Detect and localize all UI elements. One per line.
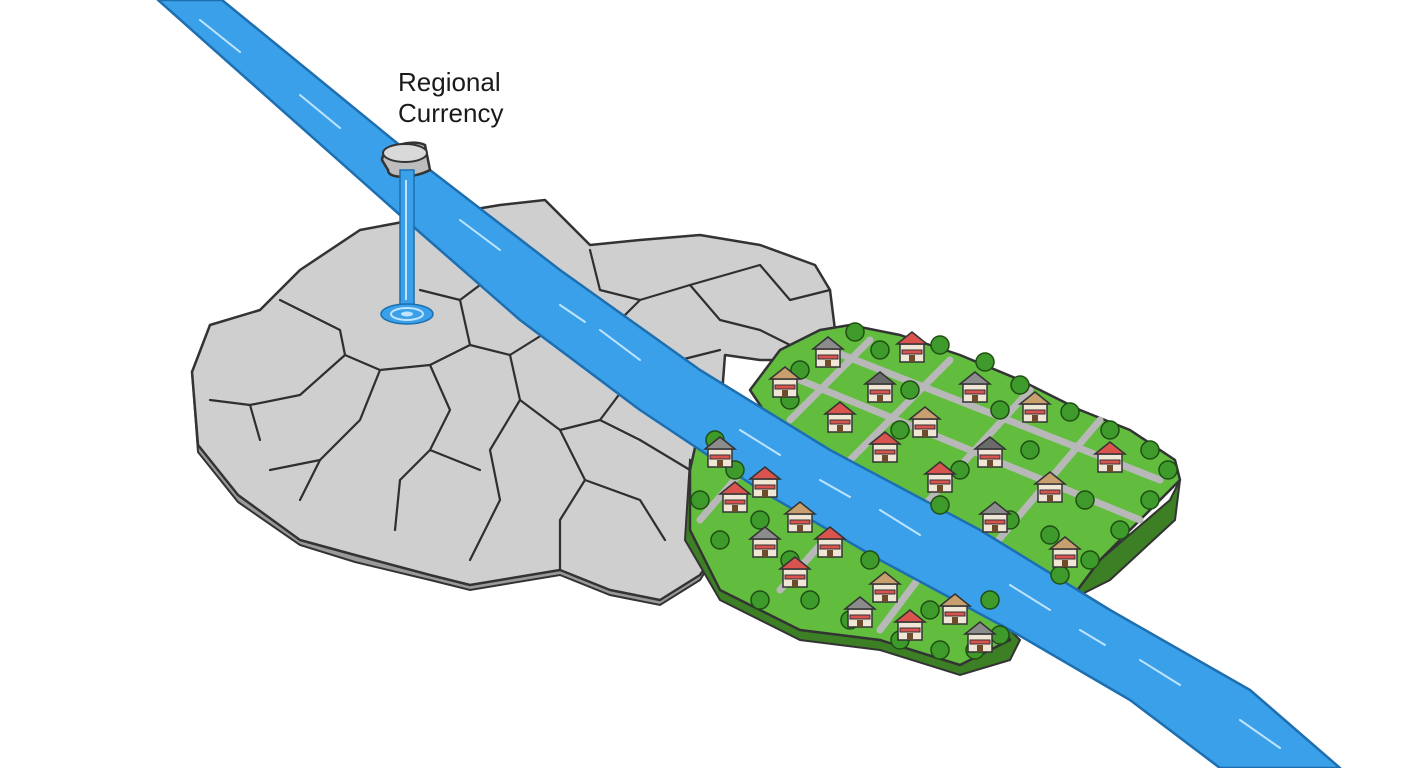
- tree-icon: [1010, 375, 1030, 395]
- tree-icon: [950, 460, 970, 480]
- pipe-ring-icon: [380, 141, 432, 178]
- tree-icon: [1060, 402, 1080, 422]
- tree-icon: [980, 590, 1000, 610]
- tree-icon: [860, 550, 880, 570]
- tree-icon: [1020, 440, 1040, 460]
- house-icon: [842, 596, 878, 628]
- tree-icon: [1158, 460, 1178, 480]
- house-icon: [747, 466, 783, 498]
- tree-icon: [750, 590, 770, 610]
- tree-icon: [890, 420, 910, 440]
- house-icon: [957, 371, 993, 403]
- dry-land-region: [190, 198, 837, 607]
- town-houses: [702, 331, 1128, 653]
- tree-icon: [750, 510, 770, 530]
- house-icon: [1047, 536, 1083, 568]
- house-icon: [702, 436, 738, 468]
- house-icon: [892, 609, 928, 641]
- house-icon: [937, 593, 973, 625]
- tree-icon: [800, 590, 820, 610]
- regional-currency-label: Regional Currency: [398, 67, 508, 128]
- house-icon: [810, 336, 846, 368]
- house-icon: [1032, 471, 1068, 503]
- house-icon: [812, 526, 848, 558]
- house-icon: [1017, 391, 1053, 423]
- tree-icon: [930, 495, 950, 515]
- tree-icon: [1100, 420, 1120, 440]
- tree-icon: [1040, 525, 1060, 545]
- tree-icon: [845, 322, 865, 342]
- house-icon: [867, 571, 903, 603]
- house-icon: [1092, 441, 1128, 473]
- tree-icon: [920, 600, 940, 620]
- label-line-1: Regional: [398, 67, 501, 97]
- house-icon: [962, 621, 998, 653]
- tree-icon: [1140, 440, 1160, 460]
- tree-icon: [975, 352, 995, 372]
- house-icon: [972, 436, 1008, 468]
- water-splash-icon: [380, 303, 434, 325]
- tree-icon: [870, 340, 890, 360]
- tree-icon: [990, 625, 1010, 645]
- tree-icon: [900, 380, 920, 400]
- tree-icon: [1080, 550, 1100, 570]
- house-icon: [862, 371, 898, 403]
- tree-icon: [710, 530, 730, 550]
- tree-icon: [990, 400, 1010, 420]
- water-stream: [399, 169, 415, 313]
- tree-icon: [1075, 490, 1095, 510]
- tree-icon: [690, 490, 710, 510]
- river-highlights: [199, 19, 1281, 749]
- house-icon: [977, 501, 1013, 533]
- house-icon: [907, 406, 943, 438]
- tree-icon: [930, 335, 950, 355]
- house-icon: [822, 401, 858, 433]
- tree-icon: [1140, 490, 1160, 510]
- river: [156, 0, 1342, 768]
- river-body: [156, 0, 1342, 768]
- house-icon: [777, 556, 813, 588]
- house-icon: [922, 461, 958, 493]
- house-icon: [894, 331, 930, 363]
- tree-icon: [930, 640, 950, 660]
- label-line-2: Currency: [398, 98, 503, 128]
- tree-icon: [1050, 565, 1070, 585]
- house-icon: [767, 366, 803, 398]
- house-icon: [747, 526, 783, 558]
- house-icon: [867, 431, 903, 463]
- tree-icon: [1110, 520, 1130, 540]
- house-icon: [717, 481, 753, 513]
- house-icon: [782, 501, 818, 533]
